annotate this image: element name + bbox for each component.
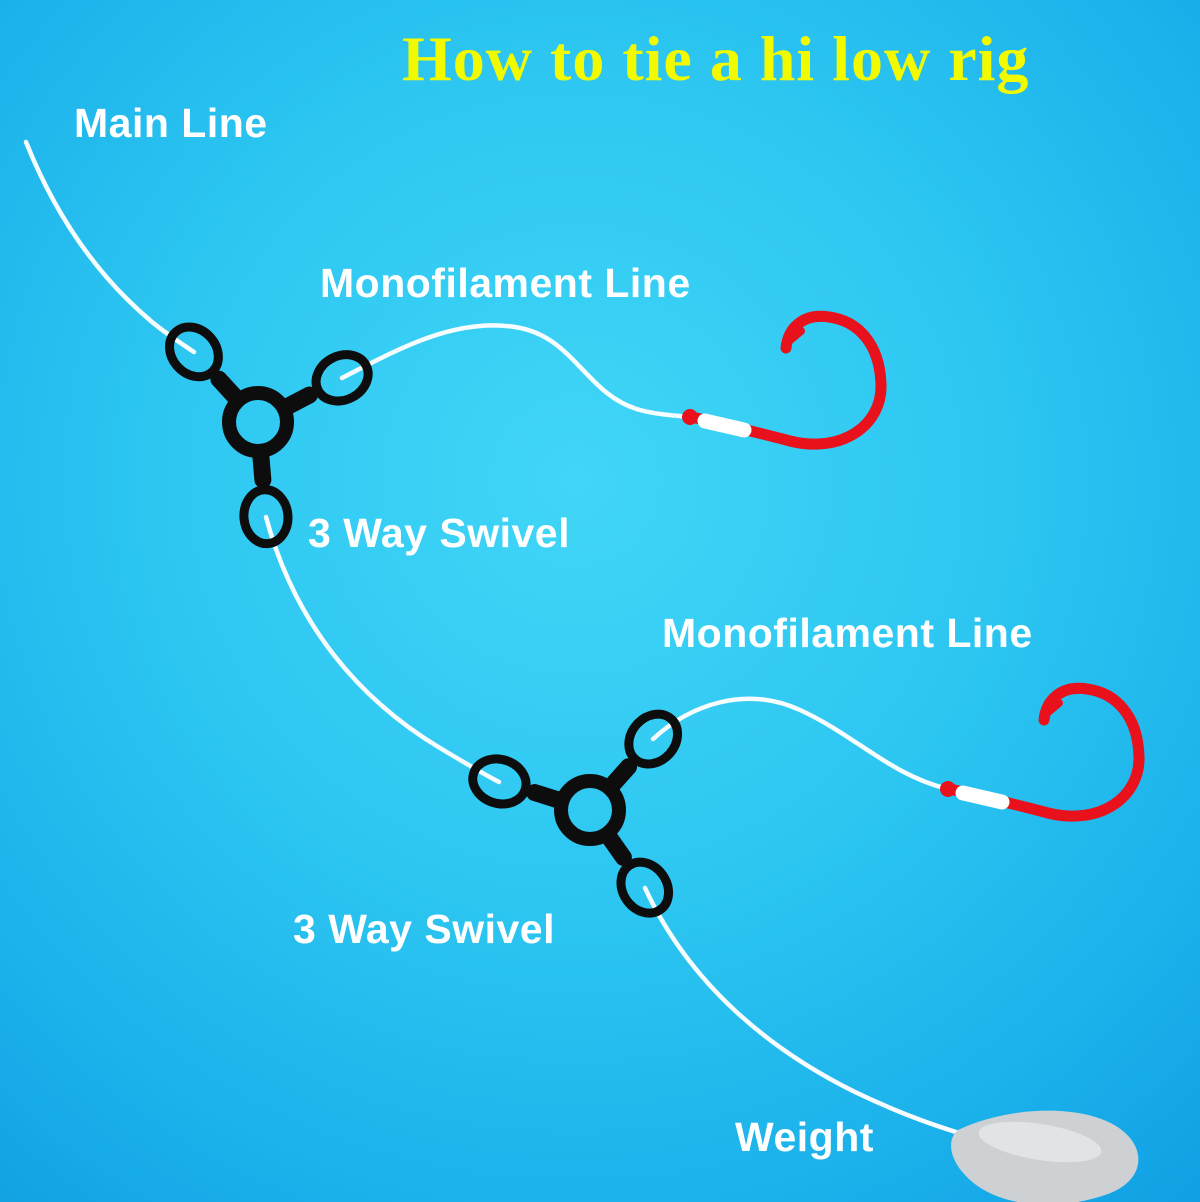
main-line-path	[23, 139, 197, 355]
weight-shape	[951, 1110, 1139, 1202]
label-weight: Weight	[735, 1114, 874, 1160]
label-monofilament-line-top: Monofilament Line	[320, 260, 691, 306]
diagram-title: How to tie a hi low rig	[402, 23, 1030, 94]
monofilament-line-top-path	[339, 323, 693, 420]
three-way-swivel-1	[159, 317, 376, 545]
three-way-swivel-2	[467, 704, 688, 922]
swivel-arm-icon	[467, 752, 564, 820]
swivel-ring-icon	[554, 774, 626, 846]
swivel-ring-icon	[222, 386, 294, 458]
monofilament-line-bottom-path	[650, 696, 951, 792]
weight-line-path	[642, 885, 975, 1140]
label-main-line: Main Line	[74, 100, 268, 146]
label-3-way-swivel-bottom: 3 Way Swivel	[293, 906, 555, 952]
fish-hook-1-icon	[682, 316, 881, 444]
label-3-way-swivel-top: 3 Way Swivel	[308, 510, 570, 556]
swivel-arm-icon	[239, 454, 290, 545]
label-monofilament-line-bottom: Monofilament Line	[662, 610, 1033, 656]
fish-hook-2-icon	[940, 688, 1139, 816]
